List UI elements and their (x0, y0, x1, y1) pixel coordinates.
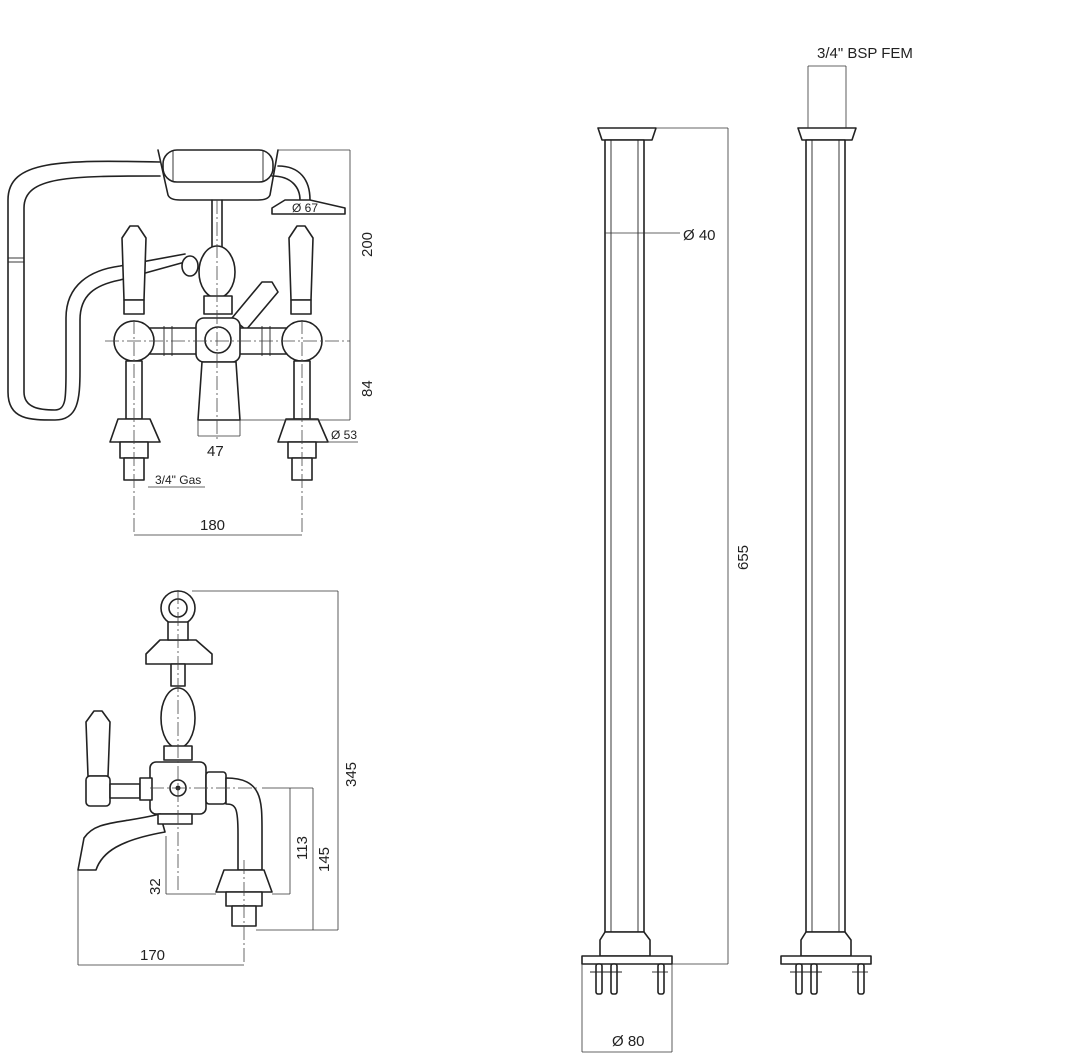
dim-total-height: 345 (343, 762, 360, 787)
side-base (215, 869, 273, 893)
dim-inlet-thread: 3/4" Gas (155, 473, 201, 487)
standpipe-base-plate (581, 955, 673, 965)
dim-spout-height-b: 145 (316, 847, 333, 872)
centre-spout (197, 361, 241, 421)
dim-body-width: 47 (207, 443, 224, 460)
handset-cradle (157, 149, 279, 201)
dim-thread: 3/4" BSP FEM (817, 45, 913, 62)
right-lever-handle (288, 225, 314, 301)
dim-base-diameter: Ø 80 (612, 1033, 645, 1050)
side-view-mixer: 345 113 145 32 170 (77, 590, 360, 966)
front-view-mixer: Ø 67 200 84 Ø 53 47 3/4" Gas 180 (7, 149, 376, 536)
dim-centres: 180 (200, 517, 225, 534)
left-lever-handle (121, 225, 147, 301)
dim-standpipe-height: 655 (735, 545, 752, 570)
shower-hose (7, 160, 186, 421)
dim-height-lower: 84 (359, 380, 376, 397)
side-lever-handle (85, 710, 111, 777)
dim-base-diameter: Ø 53 (331, 428, 357, 442)
side-spout (77, 813, 166, 871)
handset (162, 149, 274, 183)
standpipe-tube (604, 139, 645, 933)
right-base (277, 418, 329, 443)
dim-spout-offset: 32 (147, 878, 164, 895)
side-shower-rose (145, 639, 213, 665)
dim-handset-diameter: Ø 67 (292, 201, 318, 215)
standpipe-front: Ø 40 655 Ø 80 (581, 127, 752, 1053)
standpipe-bolts (590, 963, 668, 995)
dim-pipe-diameter: Ø 40 (683, 227, 716, 244)
dim-spout-height-a: 113 (294, 836, 311, 860)
dim-spout-reach: 170 (140, 947, 165, 964)
standpipe-top-cap (597, 127, 657, 141)
dim-height-upper: 200 (359, 232, 376, 257)
standpipe-side: 3/4" BSP FEM (780, 45, 913, 995)
left-base (109, 418, 161, 443)
shower-rose (271, 199, 346, 215)
